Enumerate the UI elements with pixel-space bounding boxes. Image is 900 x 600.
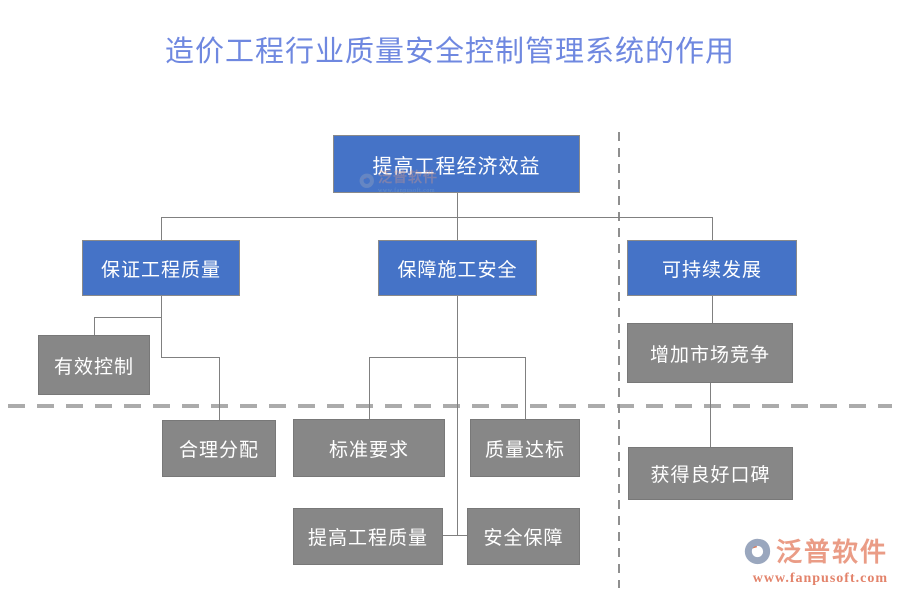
- connector-safety-trunk: [457, 296, 458, 357]
- connector-reputation-down: [710, 383, 711, 447]
- node-quality-compliance: 质量达标: [470, 419, 580, 477]
- node-improve-project-quality: 提高工程质量: [293, 508, 443, 565]
- connector-quality-trunk: [161, 296, 162, 357]
- connector-to-sustain: [712, 217, 713, 240]
- connector-allocate-down: [219, 357, 220, 420]
- connector-to-quality: [161, 217, 162, 240]
- connector-reach-down: [525, 357, 526, 419]
- fanpu-url-text: www.fanpusoft.com: [752, 571, 888, 586]
- connector-improve-secure-bridge: [443, 535, 467, 536]
- node-ensure-construction-safety: 保障施工安全: [378, 240, 537, 296]
- node-safety-guarantee: 安全保障: [467, 508, 580, 565]
- connector-standard-down: [369, 357, 370, 419]
- node-ensure-project-quality: 保证工程质量: [82, 240, 240, 296]
- connector-center-trunk: [457, 357, 458, 536]
- node-standard-requirements: 标准要求: [293, 419, 445, 477]
- node-effective-control: 有效控制: [38, 335, 150, 395]
- connector-allocate-branch: [161, 357, 219, 358]
- connector-control-branch: [94, 317, 161, 318]
- connector-to-safety: [457, 217, 458, 240]
- node-sustainable-development: 可持续发展: [627, 240, 797, 296]
- fanpu-logo: 泛普软件 www.fanpusoft.com: [742, 536, 888, 586]
- node-rational-allocation: 合理分配: [162, 420, 276, 477]
- connector-tier1-horizontal: [161, 217, 712, 218]
- connector-sustain-down: [712, 296, 713, 323]
- connector-safety-horizontal: [369, 357, 525, 358]
- horizontal-dashed-divider: [8, 404, 892, 408]
- node-gain-good-reputation: 获得良好口碑: [628, 447, 793, 500]
- diagram-title: 造价工程行业质量安全控制管理系统的作用: [164, 36, 735, 68]
- connector-control-down: [94, 317, 95, 335]
- node-improve-economic-benefit: 提高工程经济效益: [333, 135, 580, 193]
- vertical-dashed-divider: [618, 132, 620, 588]
- connector-root-down: [457, 193, 458, 217]
- fanpu-brand-text: 泛普软件: [775, 538, 888, 567]
- node-increase-market-competition: 增加市场竞争: [627, 323, 793, 383]
- fanpu-logo-icon: [742, 536, 772, 570]
